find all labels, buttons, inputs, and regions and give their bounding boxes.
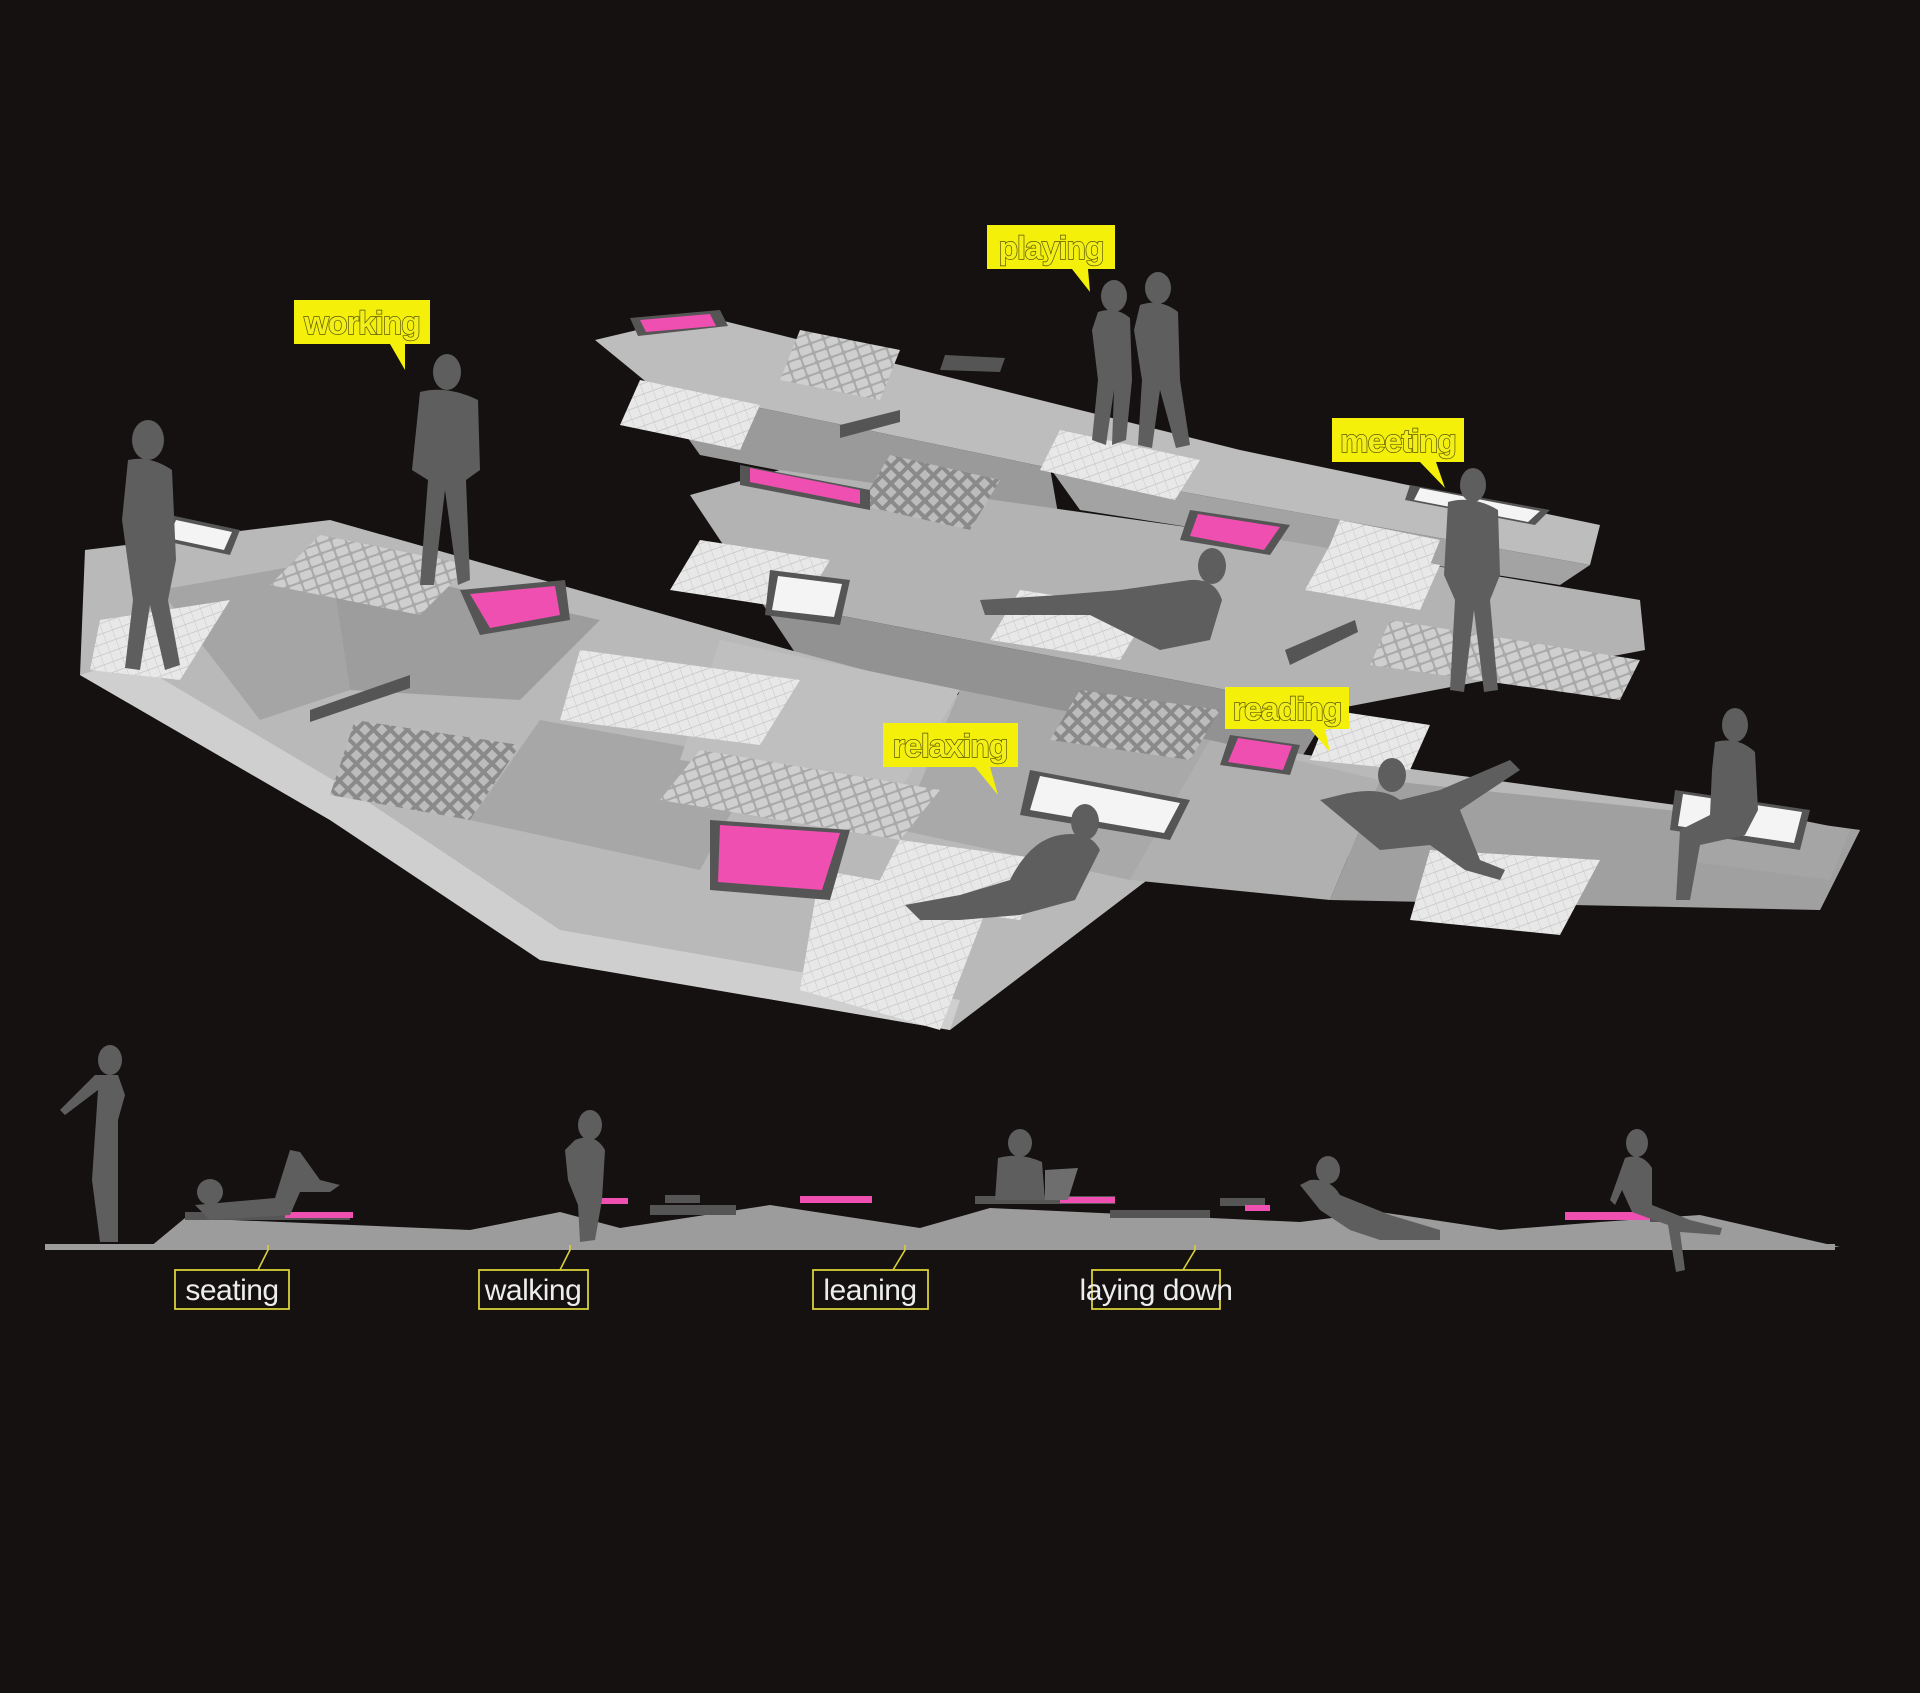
label-working: working bbox=[303, 305, 420, 341]
woman-sitting-figure bbox=[1610, 1129, 1722, 1272]
label-seating: seating bbox=[185, 1274, 278, 1307]
section-elevation: seating walking leaning laying down bbox=[40, 1045, 1840, 1310]
couple-playing-figure bbox=[1092, 272, 1190, 448]
woman-seated-figure bbox=[1676, 708, 1758, 900]
person-laptop-figure bbox=[995, 1129, 1078, 1200]
person-meeting-figure bbox=[1444, 468, 1500, 692]
person-relaxing-figure bbox=[905, 804, 1100, 920]
section-benches bbox=[185, 1195, 1670, 1222]
woman-perched-figure bbox=[565, 1110, 605, 1242]
section-label-walking: walking bbox=[478, 1269, 589, 1310]
section-leaders bbox=[257, 1245, 1196, 1271]
plan-figures bbox=[122, 272, 1758, 920]
couple-lying-figure bbox=[980, 548, 1226, 650]
label-laying-down: laying down bbox=[1080, 1274, 1233, 1307]
person-reading-figure bbox=[1320, 758, 1520, 880]
section-terrain bbox=[40, 1205, 1840, 1247]
callout-relaxing: relaxing bbox=[883, 723, 1018, 795]
person-working-figure bbox=[412, 354, 480, 585]
callout-meeting: meeting bbox=[1332, 418, 1464, 488]
callout-playing: playing bbox=[987, 225, 1115, 292]
section-figures bbox=[60, 1045, 1722, 1272]
label-playing: playing bbox=[998, 230, 1103, 266]
label-relaxing: relaxing bbox=[893, 728, 1008, 764]
callout-working: working bbox=[294, 300, 430, 370]
section-label-seating: seating bbox=[174, 1269, 290, 1310]
label-reading: reading bbox=[1233, 691, 1342, 727]
label-walking: walking bbox=[484, 1274, 582, 1307]
label-meeting: meeting bbox=[1340, 423, 1456, 459]
woman-dancing-figure bbox=[60, 1045, 125, 1242]
woman-reclining-figure bbox=[195, 1150, 340, 1220]
axonometric-plan: working playing meeting reading relaxing bbox=[80, 225, 1860, 1030]
section-label-laying-down: laying down bbox=[1080, 1269, 1233, 1310]
label-leaning: leaning bbox=[823, 1274, 916, 1307]
woman-standing-figure bbox=[122, 420, 180, 670]
section-label-leaning: leaning bbox=[812, 1269, 929, 1310]
man-lounging-figure bbox=[1300, 1156, 1440, 1240]
callout-reading: reading bbox=[1225, 687, 1349, 752]
